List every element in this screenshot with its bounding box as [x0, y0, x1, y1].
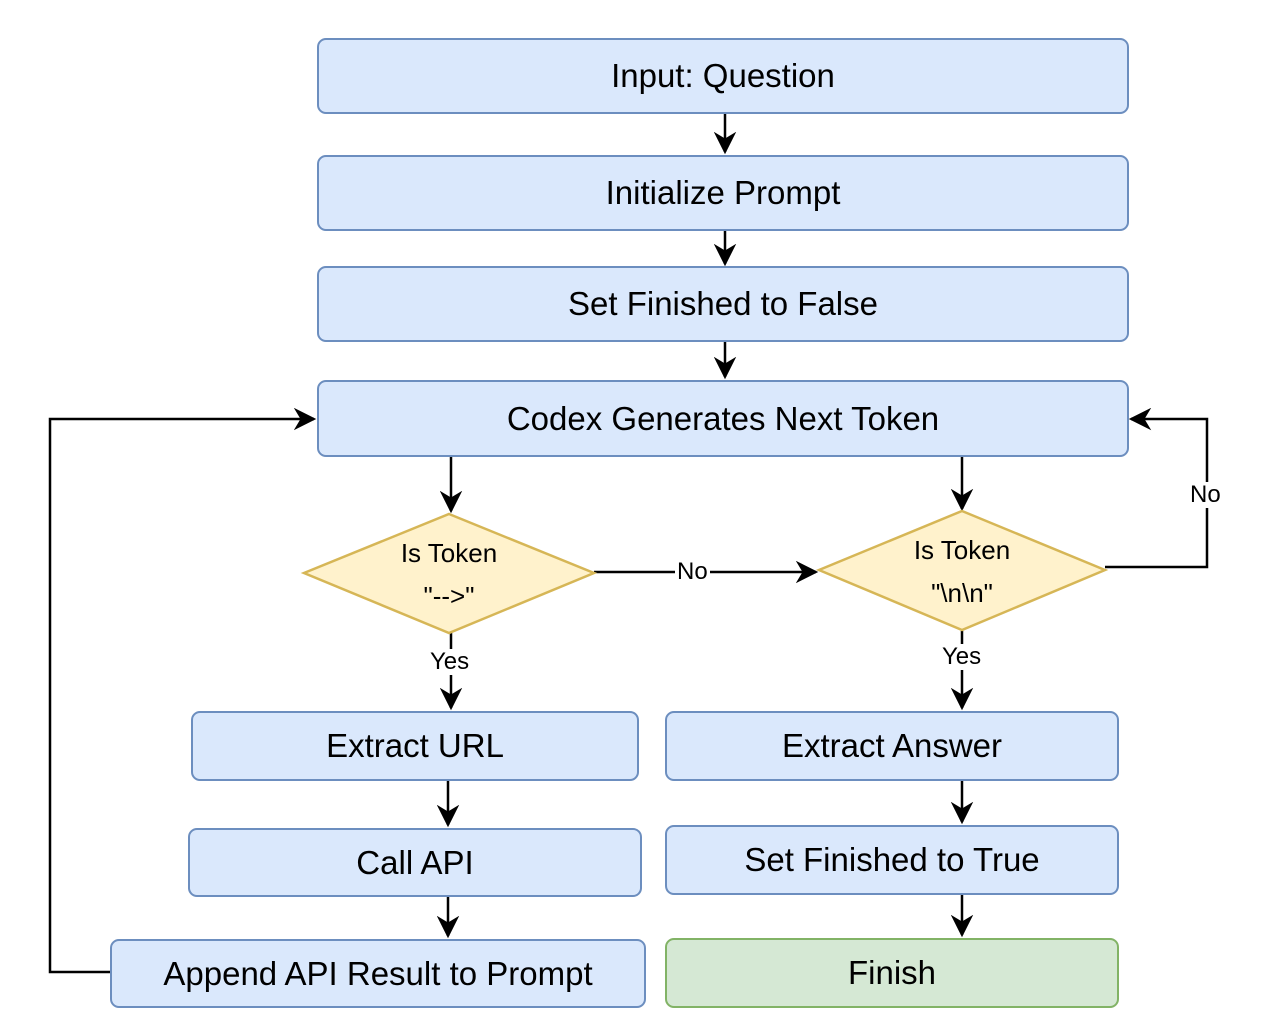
- node-input-question: Input: Question: [317, 38, 1129, 114]
- decision-newline-token-line1: Is Token: [913, 535, 1011, 565]
- node-initialize-prompt-label: Initialize Prompt: [605, 174, 841, 211]
- node-finish: Finish: [665, 938, 1119, 1008]
- decision-newline-token: Is Token "\n\n": [862, 529, 1062, 615]
- node-set-finished-true: Set Finished to True: [665, 825, 1119, 895]
- node-input-question-label: Input: Question: [611, 57, 835, 94]
- decision-arrow-token-line2: "-->": [423, 581, 475, 611]
- node-extract-url: Extract URL: [191, 711, 639, 781]
- node-codex-generates: Codex Generates Next Token: [317, 380, 1129, 457]
- node-set-finished-true-label: Set Finished to True: [744, 841, 1040, 878]
- node-call-api: Call API: [188, 828, 642, 897]
- node-codex-generates-label: Codex Generates Next Token: [506, 399, 940, 437]
- edge-label-newline-no: No: [1188, 481, 1223, 508]
- edge-label-arrow-yes: Yes: [428, 648, 472, 675]
- node-set-finished-false-label: Set Finished to False: [568, 285, 878, 322]
- node-extract-answer: Extract Answer: [665, 711, 1119, 781]
- edge-label-arrow-no: No: [675, 558, 710, 585]
- node-extract-answer-label: Extract Answer: [781, 727, 1003, 764]
- node-append-result-label: Append API Result to Prompt: [163, 954, 593, 992]
- node-finish-label: Finish: [847, 954, 937, 991]
- node-set-finished-false: Set Finished to False: [317, 266, 1129, 342]
- decision-newline-token-shape: [815, 509, 1109, 632]
- decision-arrow-token-line1: Is Token: [400, 538, 498, 568]
- node-append-result: Append API Result to Prompt: [110, 939, 646, 1008]
- node-call-api-label: Call API: [356, 843, 474, 881]
- decision-newline-token-line2: "\n\n": [931, 578, 993, 608]
- node-extract-url-label: Extract URL: [326, 727, 504, 764]
- edge-append-loop-to-codex: [48, 407, 317, 974]
- node-initialize-prompt: Initialize Prompt: [317, 155, 1129, 231]
- decision-arrow-token: Is Token "-->": [349, 532, 549, 618]
- edge-label-newline-yes: Yes: [940, 643, 984, 670]
- decision-arrow-token-shape: [300, 512, 598, 635]
